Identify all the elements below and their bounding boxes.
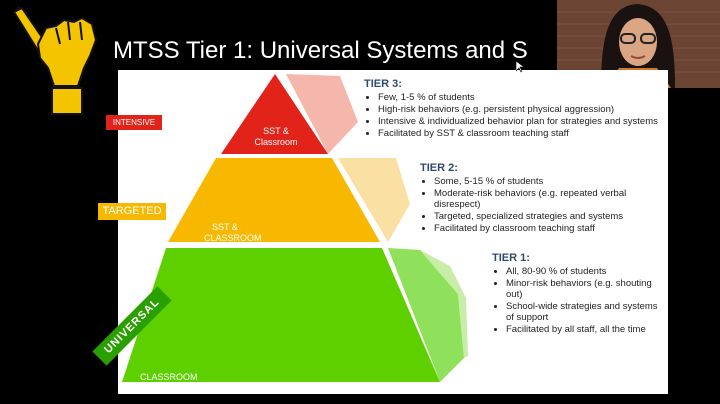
intensive-label: INTENSIVE bbox=[106, 115, 162, 130]
tier1-item: Facilitated by all staff, all the time bbox=[506, 324, 662, 335]
tier1-heading: TIER 1: bbox=[492, 252, 530, 264]
tier2-heading: TIER 2: bbox=[420, 162, 458, 174]
mouse-pointer-icon bbox=[516, 61, 524, 73]
tier2-list: Some, 5-15 % of students Moderate-risk b… bbox=[420, 176, 662, 234]
tier3-item: Facilitated by SST & classroom teaching … bbox=[378, 128, 664, 139]
tier3-side-segment bbox=[286, 74, 358, 154]
tier1-far-side-segment bbox=[420, 250, 468, 358]
tier1-side-segment bbox=[388, 248, 464, 382]
tier2-text-line2: CLASSROOM bbox=[204, 233, 262, 243]
slide-content: SST & Classroom SST & CLASSROOM CLASSROO… bbox=[118, 70, 668, 394]
pyramid-diagram bbox=[122, 74, 468, 382]
tier1-item: All, 80-90 % of students bbox=[506, 266, 662, 277]
tier2-pyramid-text: SST & CLASSROOM bbox=[204, 222, 274, 244]
tier2-item: Facilitated by classroom teaching staff bbox=[434, 223, 662, 234]
fist-pencil-logo-icon bbox=[12, 6, 98, 115]
tier3-text-line1: SST & bbox=[263, 126, 289, 136]
tier3-item: Few, 1-5 % of students bbox=[378, 92, 664, 103]
tier3-text-line2: Classroom bbox=[254, 137, 298, 147]
tier3-item: High-risk behaviors (e.g. persistent phy… bbox=[378, 104, 664, 115]
tier1-description: TIER 1: All, 80-90 % of students Minor-r… bbox=[492, 252, 662, 336]
tier1-item: Minor-risk behaviors (e.g. shouting out) bbox=[506, 278, 662, 300]
tier1-pyramid-text: CLASSROOM bbox=[140, 372, 198, 382]
tier2-item: Moderate-risk behaviors (e.g. repeated v… bbox=[434, 188, 662, 210]
tier3-heading: TIER 3: bbox=[364, 78, 402, 90]
tier1-list: All, 80-90 % of students Minor-risk beha… bbox=[492, 266, 662, 335]
slide-title: MTSS Tier 1: Universal Systems and S bbox=[113, 37, 528, 64]
tier3-pyramid-segment bbox=[221, 74, 328, 154]
tier2-text-line1: SST & bbox=[212, 222, 238, 232]
tier2-side-segment bbox=[338, 158, 410, 242]
tier3-description: TIER 3: Few, 1-5 % of students High-risk… bbox=[364, 78, 664, 140]
tier3-item: Intensive & individualized behavior plan… bbox=[378, 116, 664, 127]
tier2-description: TIER 2: Some, 5-15 % of students Moderat… bbox=[420, 162, 662, 235]
tier3-pyramid-text: SST & Classroom bbox=[254, 126, 298, 148]
tier3-list: Few, 1-5 % of students High-risk behavio… bbox=[364, 92, 664, 139]
tier2-pyramid-segment bbox=[168, 158, 380, 242]
tier1-pyramid-segment bbox=[122, 248, 440, 382]
tier1-item: School-wide strategies and systems of su… bbox=[506, 301, 662, 323]
tier2-item: Targeted, specialized strategies and sys… bbox=[434, 211, 662, 222]
targeted-label: TARGETED bbox=[98, 203, 166, 220]
tier2-item: Some, 5-15 % of students bbox=[434, 176, 662, 187]
